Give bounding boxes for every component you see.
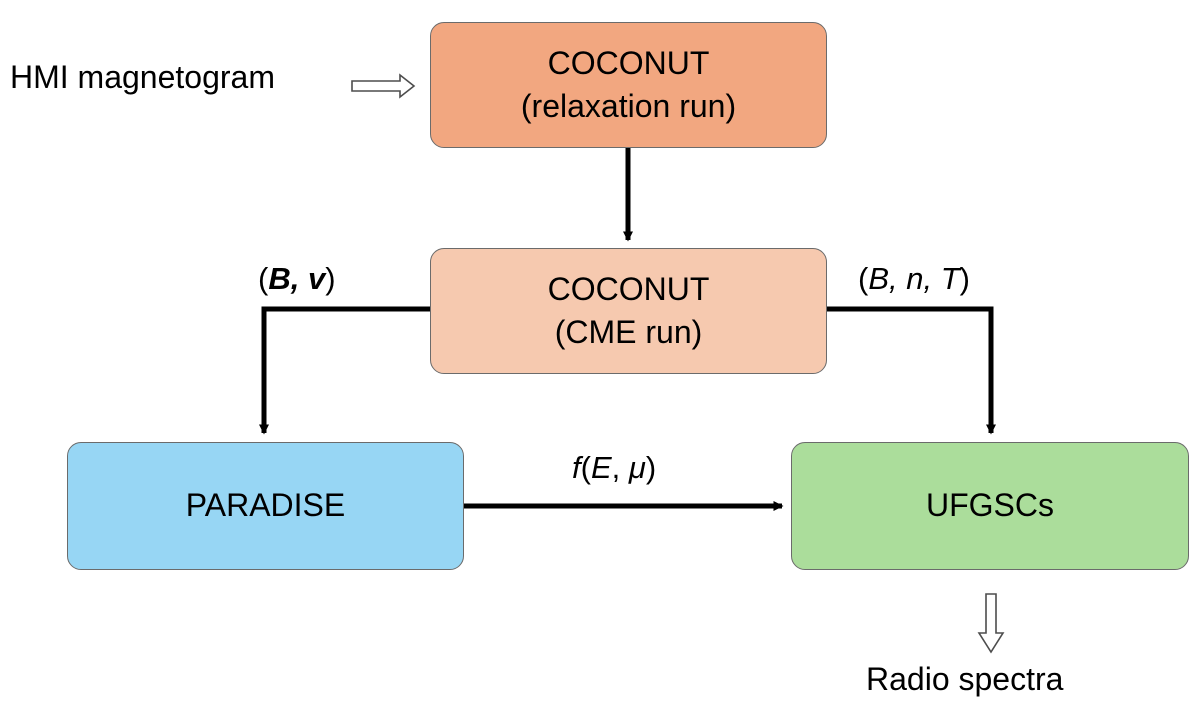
edge-label-b-n-t: (B, n, T) <box>858 263 970 294</box>
hmi-magnetogram-label: HMI magnetogram <box>10 59 275 95</box>
edge-label-b-v-sep: , <box>290 261 308 296</box>
edge-label-f-open: ( <box>580 450 591 485</box>
edge-label-b-v-close: ) <box>325 261 336 296</box>
coconut-cme-title: COCONUT <box>547 270 710 307</box>
edge-label-b-n-t-n: n <box>906 261 924 296</box>
edge-label-b-n-t-b: B <box>868 261 890 296</box>
edge-label-f-mu: μ <box>628 450 646 485</box>
output-hollow-arrow <box>977 593 1005 654</box>
edge-label-b-n-t-sep2: , <box>923 261 941 296</box>
radio-spectra-label: Radio spectra <box>866 661 1064 697</box>
coconut-relaxation-box: COCONUT (relaxation run) <box>430 22 827 148</box>
arrow-cme-to-paradise <box>259 306 430 435</box>
arrow-cme-to-ufgscs <box>827 306 996 435</box>
edge-label-b-v-open: ( <box>258 261 269 296</box>
edge-label-b-n-t-sep1: , <box>889 261 907 296</box>
coconut-cme-box: COCONUT (CME run) <box>430 248 827 374</box>
edge-label-f-e: E <box>590 450 612 485</box>
edge-label-f-sep: , <box>611 450 629 485</box>
input-hollow-arrow <box>351 73 416 99</box>
ufgscs-title: UFGSCs <box>926 487 1054 524</box>
coconut-cme-subtitle: (CME run) <box>554 314 703 350</box>
edge-label-f: f <box>572 450 581 485</box>
paradise-title: PARADISE <box>185 487 346 524</box>
coconut-relaxation-title: COCONUT <box>547 44 710 81</box>
paradise-box: PARADISE <box>67 442 464 570</box>
edge-label-b-v: (B, v) <box>258 263 336 294</box>
edge-label-b-v-b: B <box>268 261 291 296</box>
edge-label-f-e-mu: f(E, μ) <box>572 452 656 483</box>
edge-label-b-n-t-close: ) <box>959 261 970 296</box>
coconut-relaxation-subtitle: (relaxation run) <box>520 88 737 124</box>
ufgscs-box: UFGSCs <box>791 442 1189 570</box>
edge-label-b-n-t-open: ( <box>858 261 869 296</box>
edge-label-b-v-v: v <box>307 261 326 296</box>
edge-label-b-n-t-t: T <box>940 261 960 296</box>
edge-label-f-close: ) <box>645 450 657 485</box>
